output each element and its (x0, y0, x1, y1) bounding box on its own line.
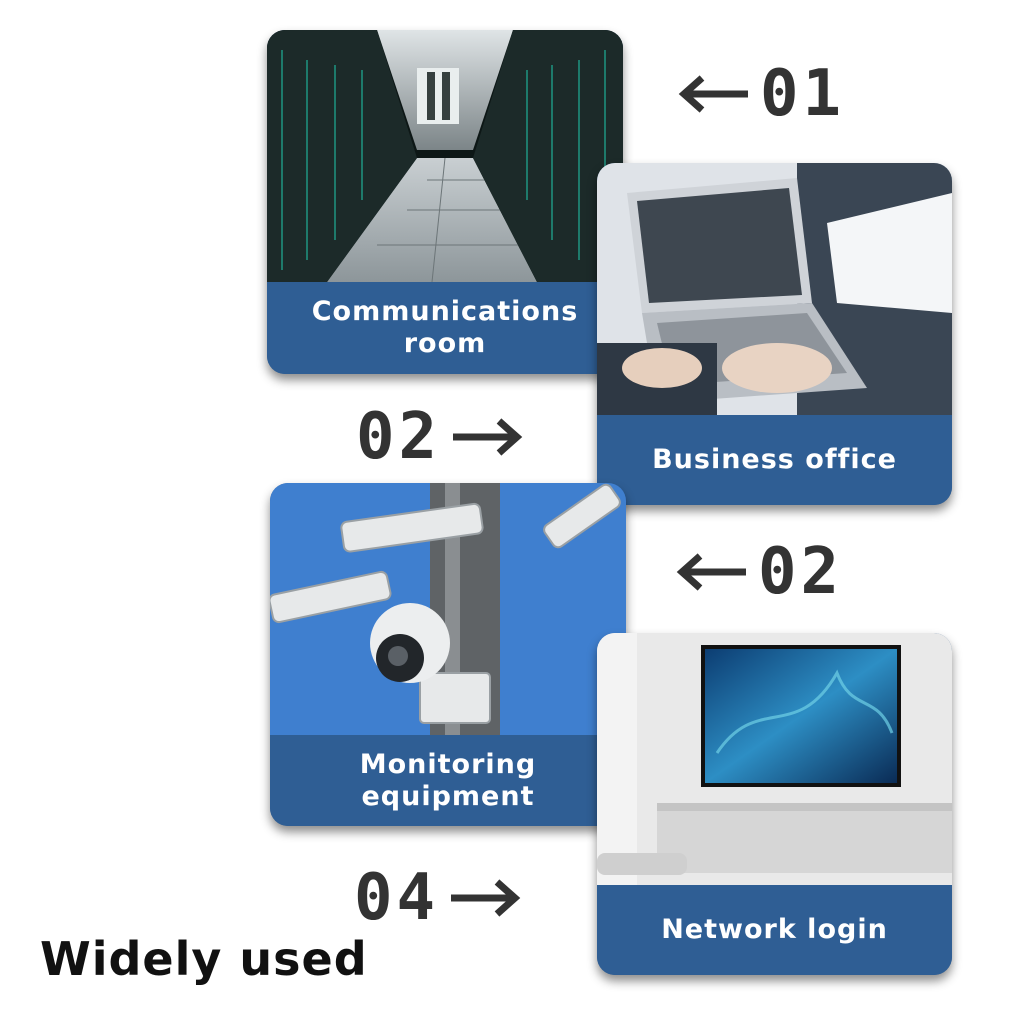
card-caption: Network login (597, 885, 952, 975)
laptop-office-photo (597, 163, 952, 415)
arrow-right-icon (453, 418, 523, 456)
card-network-login: Network login (597, 633, 952, 975)
marker-number: 02 (356, 400, 442, 474)
server-room-photo (267, 30, 623, 282)
marker-number: 01 (760, 57, 846, 131)
cctv-cameras-photo (270, 483, 626, 735)
arrow-left-icon (676, 553, 746, 591)
marker-number: 04 (354, 861, 440, 935)
card-caption: Communications room (267, 282, 623, 374)
card-caption: Business office (597, 415, 952, 505)
card-monitoring-equipment: Monitoring equipment (270, 483, 626, 826)
marker-02-left: 02 (676, 540, 843, 604)
marker-04: 04 (354, 866, 521, 930)
marker-01: 01 (678, 62, 845, 126)
arrow-right-icon (451, 879, 521, 917)
footer-title: Widely used (40, 932, 368, 986)
marker-number: 02 (758, 535, 844, 609)
marker-02-right: 02 (356, 405, 523, 469)
tv-living-room-photo (597, 633, 952, 885)
card-communications-room: Communications room (267, 30, 623, 374)
card-caption: Monitoring equipment (270, 735, 626, 826)
card-business-office: Business office (597, 163, 952, 505)
arrow-left-icon (678, 75, 748, 113)
